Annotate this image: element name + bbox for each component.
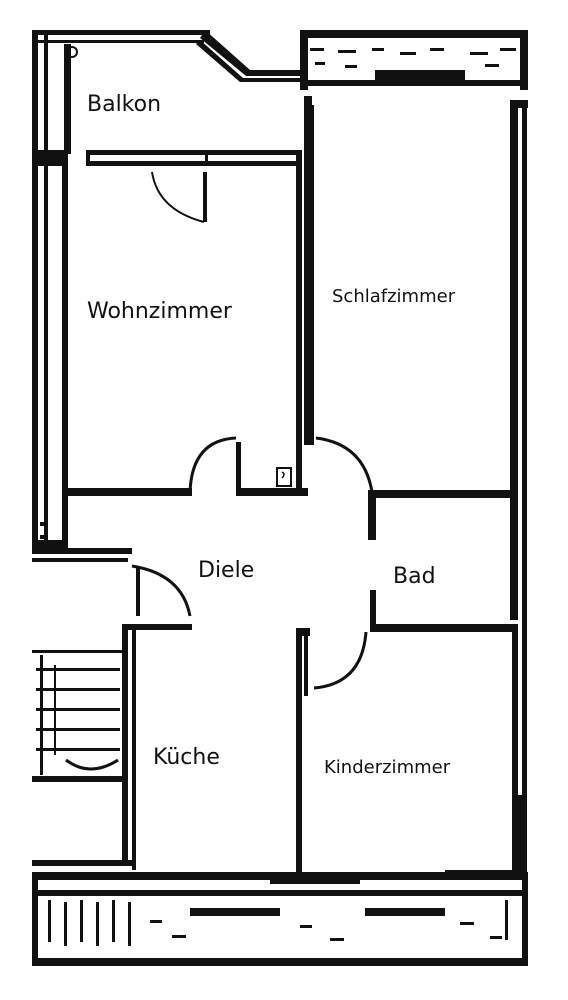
room-label-kueche: Küche (153, 745, 220, 770)
outer-left-wall (32, 30, 66, 550)
room-label-bad: Bad (393, 564, 436, 589)
bedroom-walls (304, 96, 528, 498)
kids-room-walls (296, 628, 525, 878)
outer-right-wall (510, 100, 527, 880)
bottom-exterior-wall (32, 870, 528, 966)
living-room-walls (62, 105, 314, 550)
room-label-kinderzimmer: Kinderzimmer (324, 757, 451, 778)
balcony-railing (32, 30, 300, 154)
stairwell (32, 520, 192, 870)
bathroom-walls (313, 490, 518, 690)
room-label-balkon: Balkon (87, 92, 162, 117)
living-room-door (151, 171, 207, 223)
room-label-schlafzimmer: Schlafzimmer (332, 286, 456, 307)
balcony-living-wall (32, 150, 302, 166)
top-exterior-wall (300, 30, 528, 90)
room-label-diele: Diele (198, 558, 255, 583)
hall-doors (188, 436, 374, 493)
room-label-wohnzimmer: Wohnzimmer (87, 299, 232, 324)
